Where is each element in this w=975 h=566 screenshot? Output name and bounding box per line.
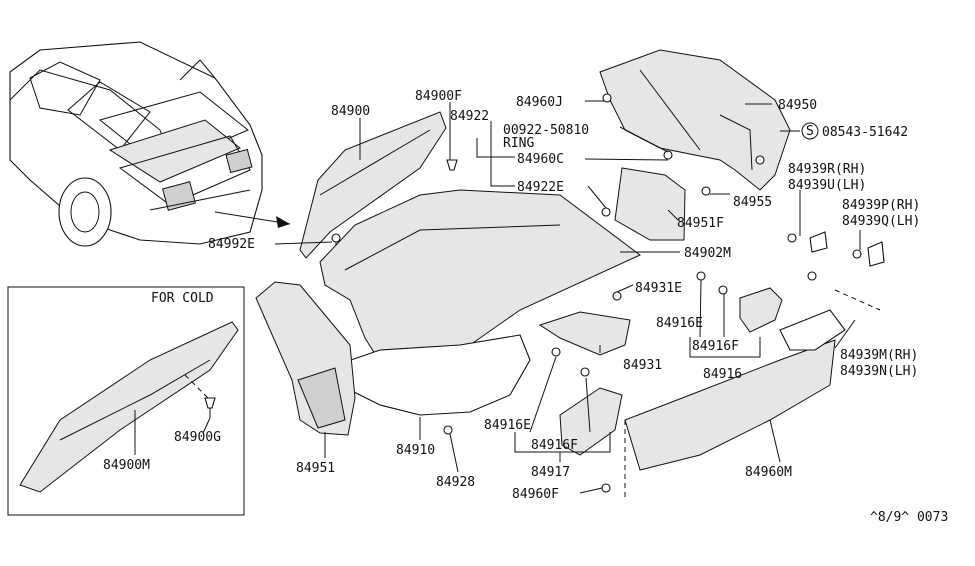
label-84960C: 84960C (517, 152, 564, 167)
bracket-84916 (739, 287, 783, 333)
label-84916E-left: 84916E (484, 418, 531, 433)
label-00922-50810: 00922-50810 (503, 123, 589, 138)
cover-84931 (538, 311, 631, 356)
label-84900M: 84900M (103, 458, 150, 473)
label-84939U: 84939U(LH) (788, 178, 866, 193)
trunk-mat-84902M (319, 189, 641, 381)
label-84931: 84931 (623, 358, 662, 373)
label-84939R: 84939R(RH) (788, 162, 866, 177)
board-84910 (344, 334, 531, 416)
label-84917: 84917 (531, 465, 570, 480)
label-84950: 84950 (778, 98, 817, 113)
circle-s-symbol (801, 122, 819, 140)
panel-84951F (614, 167, 686, 241)
panel-84900 (299, 111, 447, 259)
label-84900: 84900 (331, 104, 370, 119)
label-84939N: 84939N(LH) (840, 364, 918, 379)
inset-title: FOR COLD (151, 291, 214, 306)
label-84960F: 84960F (512, 487, 559, 502)
label-84928: 84928 (436, 475, 475, 490)
cold-insulator-84900M (19, 321, 239, 493)
label-84922E: 84922E (517, 180, 564, 195)
circle-s-letter: S (806, 124, 814, 139)
label-84910: 84910 (396, 443, 435, 458)
label-84951F: 84951F (677, 216, 724, 231)
label-84916F-left: 84916F (531, 438, 578, 453)
label-84922: 84922 (450, 109, 489, 124)
diagram-code: ^8/9^ 0073 (870, 510, 948, 525)
label-84902M: 84902M (684, 246, 731, 261)
leader-lines (134, 100, 861, 494)
label-84939M: 84939M(RH) (840, 348, 918, 363)
label-84951: 84951 (296, 461, 335, 476)
finisher-84960M (624, 339, 836, 471)
label-84916F-right: 84916F (692, 339, 739, 354)
label-84916E-right: 84916E (656, 316, 703, 331)
label-84960J: 84960J (516, 95, 563, 110)
label-84931E: 84931E (635, 281, 682, 296)
label-84992E: 84992E (208, 237, 255, 252)
label-84900G: 84900G (174, 430, 221, 445)
label-ring: RING (503, 136, 534, 151)
label-84955: 84955 (733, 195, 772, 210)
inset-frame (7, 286, 245, 516)
label-84916: 84916 (703, 367, 742, 382)
label-84960M: 84960M (745, 465, 792, 480)
label-84939Q: 84939Q(LH) (842, 214, 920, 229)
label-08543-51642: 08543-51642 (822, 125, 908, 140)
pointer-arrow (276, 216, 290, 228)
fasteners (443, 93, 885, 493)
label-84939P: 84939P(RH) (842, 198, 920, 213)
car-illustration (9, 41, 263, 247)
label-84900F: 84900F (415, 89, 462, 104)
bracket-84917 (559, 387, 623, 456)
